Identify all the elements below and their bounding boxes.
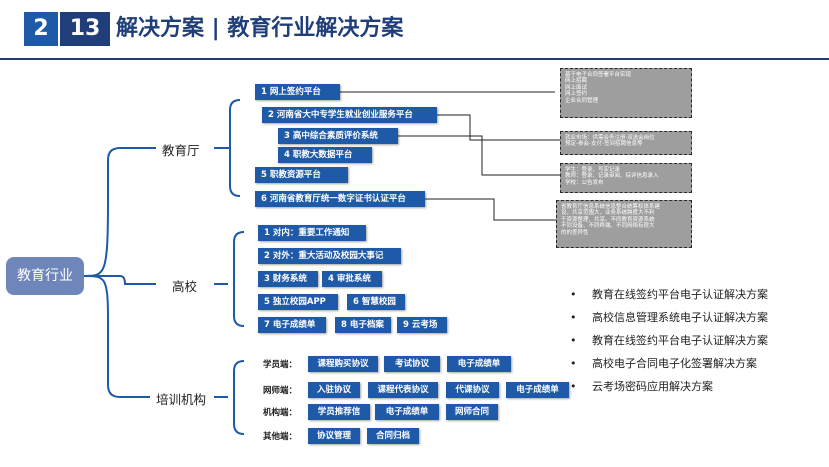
solution-item: 教育在线签约平台电子认证解决方案: [570, 283, 768, 306]
training-institution-item: 学员推荐信: [308, 404, 370, 420]
solution-item: 教育在线签约平台电子认证解决方案: [570, 329, 768, 352]
uni-item-campus-app: 5 独立校园APP: [258, 294, 338, 310]
root-node-education-industry: 教育行业: [6, 257, 84, 295]
note-certificate-platform: 省教育厅信息系统信息整合统筹权体系建 设，共享范围大，业务系统跨度大不利 于资源…: [556, 200, 692, 248]
solution-item: 高校电子合同电子化签署解决方案: [570, 352, 768, 375]
uni-item-internal-notice: 1 对内：重要工作通知: [258, 225, 366, 241]
uni-item-finance-system: 3 财务系统: [258, 271, 318, 287]
edu-item-high-school-evaluation: 3 高中综合素质评价系统: [278, 128, 398, 144]
page-title: 解决方案 | 教育行业解决方案: [116, 16, 404, 41]
edu-item-student-employment-platform: 2 河南省大中专学生就业创业服务平台: [262, 107, 437, 123]
page-number-badge: 13: [60, 12, 110, 46]
edu-item-digital-certificate-platform: 6 河南省教育厅统一数字证书认证平台: [255, 191, 425, 207]
uni-item-external-events: 2 对外：重大活动及校园大事记: [258, 248, 401, 264]
branch-label-training: 培训机构: [156, 392, 207, 407]
training-student-item: 电子成绩单: [447, 356, 511, 372]
edu-item-vocational-big-data: 4 职教大数据平台: [278, 147, 372, 163]
training-student-item: 课程购买协议: [308, 356, 378, 372]
uni-item-e-archive: 8 电子档案: [335, 317, 391, 333]
edu-item-online-signing-platform: 1 网上签约平台: [255, 84, 340, 100]
uni-item-approval-system: 4 审批系统: [322, 271, 382, 287]
note-evaluation-roles: 学生：登录、写实记录 教师：登录、记录审阅、综评信息录入 学校：公告发布: [560, 163, 692, 193]
branch-label-education-dept: 教育厅: [162, 143, 200, 158]
uni-item-smart-campus: 6 智慧校园: [347, 294, 405, 310]
training-row-label-teacher: 网师端：: [263, 386, 298, 396]
header-divider: [0, 58, 829, 60]
note-online-signing: 基于电子合同签署平台实现 网上招聘 网上面试 网上签约 企业合同管理: [560, 68, 692, 118]
training-teacher-item: 代课协议: [446, 382, 499, 398]
solution-item: 高校信息管理系统电子认证解决方案: [570, 306, 768, 329]
training-teacher-item: 课程代表协议: [368, 382, 438, 398]
training-institution-item: 网师合同: [446, 404, 498, 420]
section-number-badge: 2: [24, 12, 58, 46]
uni-item-cloud-exam: 9 云考场: [397, 317, 447, 333]
training-row-label-other: 其他端：: [263, 432, 298, 442]
uni-item-e-transcript: 7 电子成绩单: [258, 317, 326, 333]
training-row-label-institution: 机构端：: [263, 408, 298, 418]
edu-item-vocational-resources: 5 职教资源平台: [255, 167, 348, 183]
training-row-label-student: 学员端：: [263, 360, 298, 370]
training-student-item: 考试协议: [384, 356, 440, 372]
branch-label-university: 高校: [172, 279, 198, 294]
training-institution-item: 电子成绩单: [375, 404, 439, 420]
training-teacher-item: 入驻协议: [308, 382, 360, 398]
training-teacher-item: 电子成绩单: [506, 382, 569, 398]
training-other-item: 合同归档: [367, 428, 419, 444]
note-employment-market: 就业市场：供需会务注册·双选会岗位 预定-参会-支付-签到招聘信息等: [560, 131, 692, 155]
solutions-list: 教育在线签约平台电子认证解决方案 高校信息管理系统电子认证解决方案 教育在线签约…: [570, 283, 768, 398]
training-other-item: 协议管理: [308, 428, 360, 444]
solution-item: 云考场密码应用解决方案: [570, 375, 768, 398]
